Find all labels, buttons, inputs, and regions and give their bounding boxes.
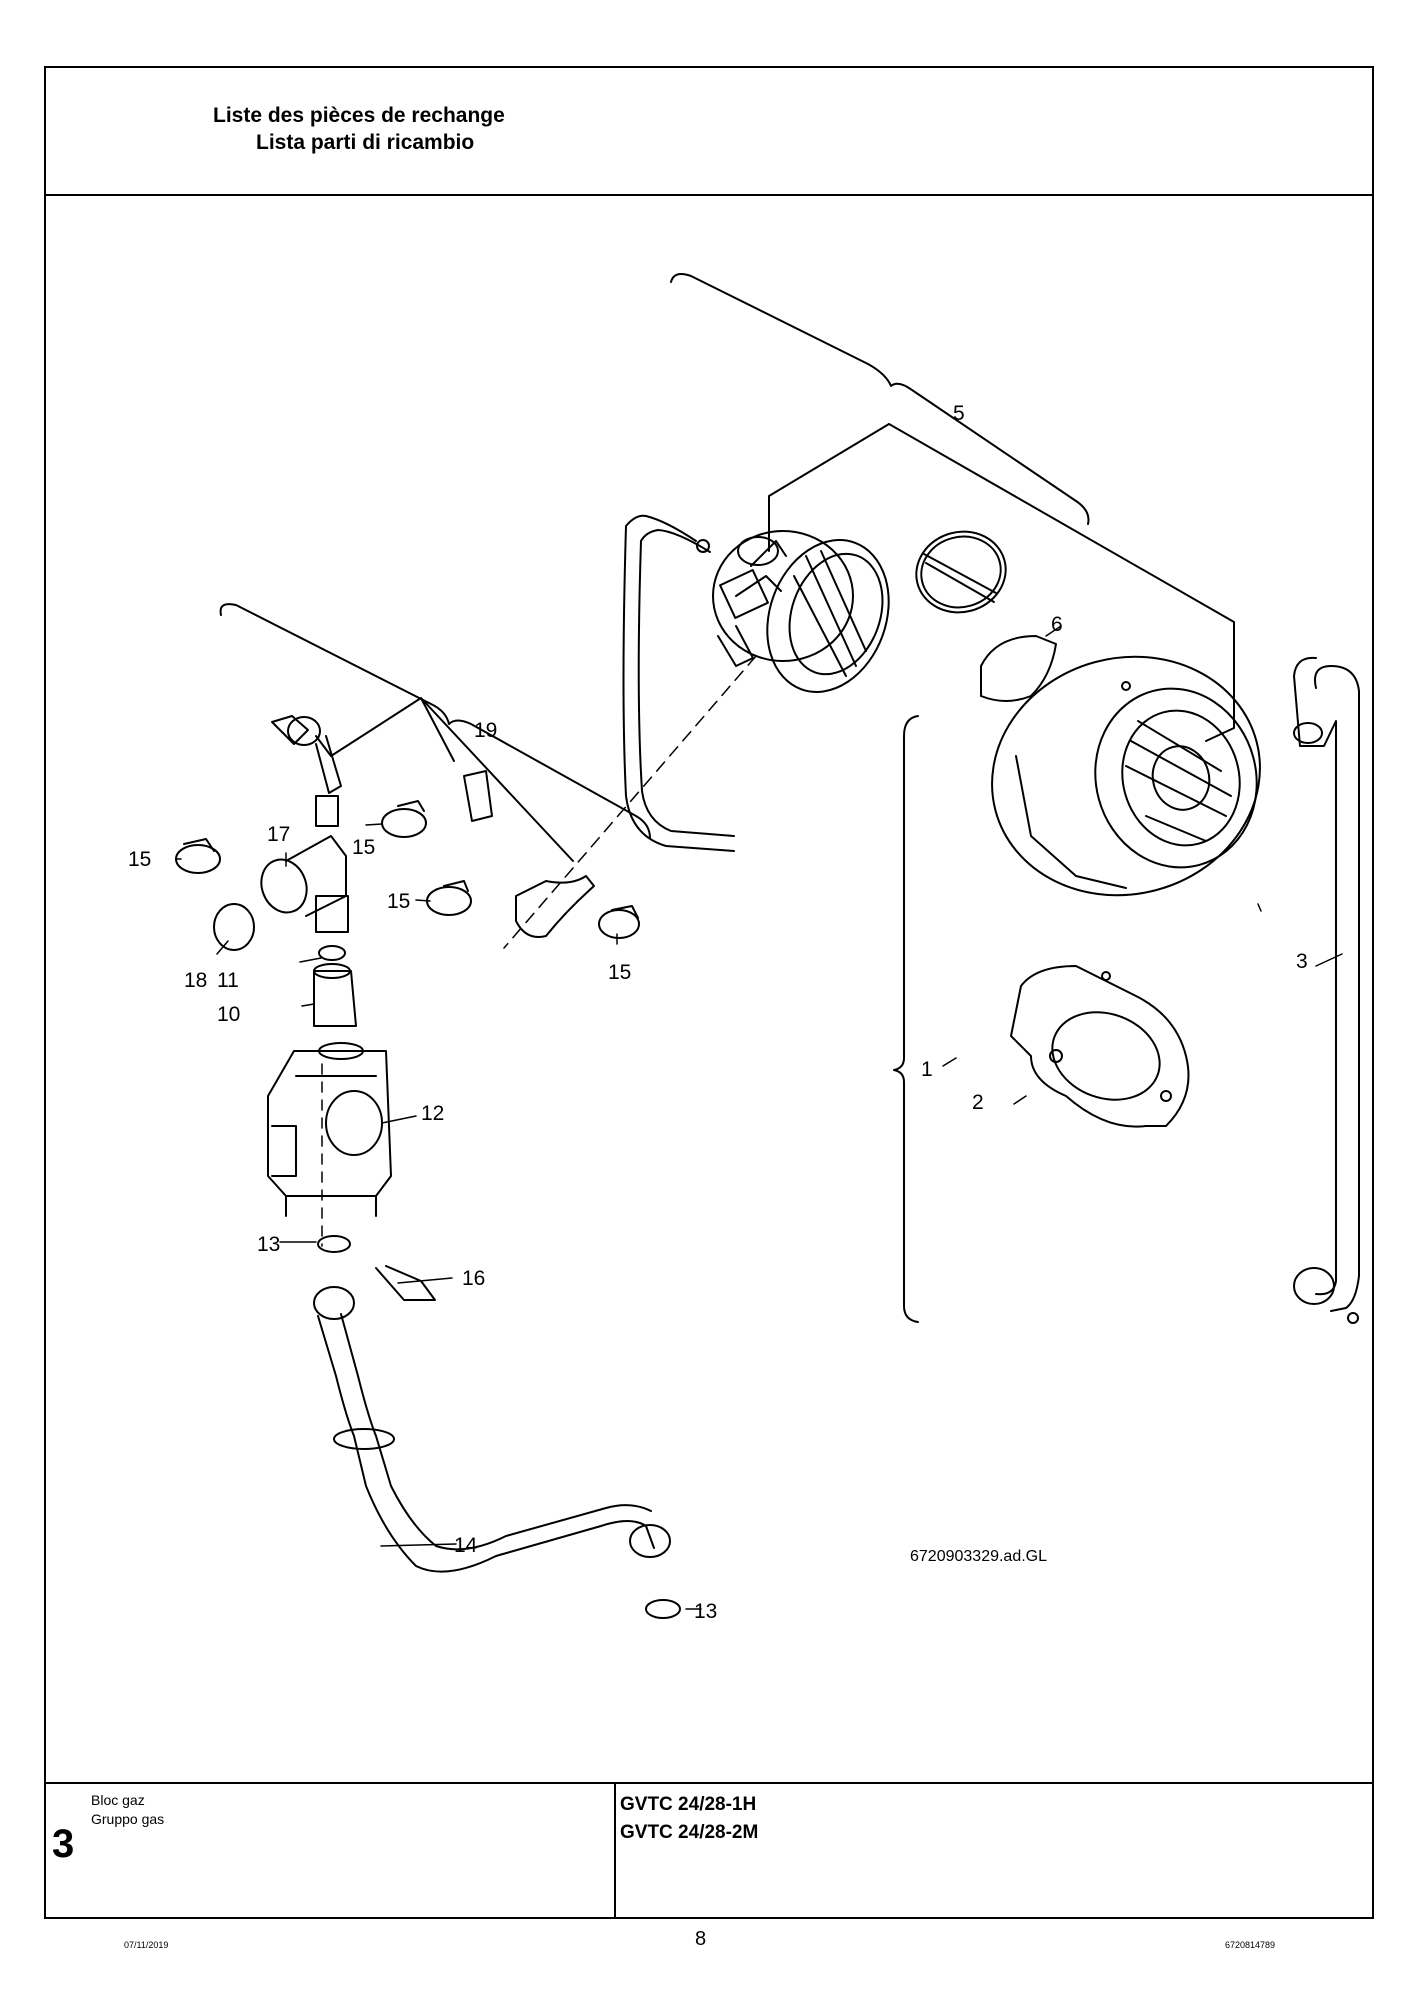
callout-leaders: [175, 625, 1343, 1610]
pressure-nipple-17: [260, 795, 349, 933]
callout-17: 17: [267, 823, 290, 846]
section-number: 3: [52, 1822, 75, 1866]
o-ring-11: [318, 945, 346, 961]
page-frame: Liste des pièces de rechange Lista parti…: [44, 66, 1374, 1919]
drawing-reference: 6720903329.ad.GL: [910, 1548, 1047, 1565]
bracket-19: [219, 603, 651, 839]
subtitle-italian: Gruppo gas: [91, 1811, 165, 1827]
callout-1: 1: [921, 1058, 933, 1081]
callout-18: 18: [184, 969, 207, 992]
callout-5: 5: [953, 402, 965, 425]
exploded-parts-drawing: 1 2 3 5 6 10 11 12 13 13 14 15 15 15 15 …: [46, 196, 1372, 1755]
gas-valve-12: [267, 1042, 392, 1217]
print-date: 07/11/2019: [124, 1940, 169, 1950]
adaptor-10: [313, 963, 357, 1027]
callout-2: 2: [972, 1091, 984, 1114]
model-2: GVTC 24/28-2M: [620, 1822, 759, 1843]
gas-pipe-14: [313, 1286, 671, 1573]
hose-tube: [622, 514, 735, 852]
callout-12: 12: [421, 1102, 444, 1125]
footer-divider: [614, 1784, 616, 1919]
axis-line-1: [503, 655, 757, 949]
callout-13-upper: 13: [257, 1233, 280, 1256]
callout-16: 16: [462, 1267, 485, 1290]
document-id: 6720814789: [1225, 1940, 1276, 1950]
callout-3: 3: [1296, 950, 1308, 973]
connector-19: [271, 715, 595, 938]
callout-14: 14: [454, 1534, 478, 1557]
cap-18: [213, 903, 255, 951]
header: Liste des pièces de rechange Lista parti…: [46, 68, 1372, 196]
clip-16: [375, 1265, 436, 1301]
title-french: Liste des pièces de rechange: [213, 104, 505, 127]
model-1: GVTC 24/28-1H: [620, 1794, 757, 1815]
callout-13-lower: 13: [694, 1600, 717, 1623]
air-tube-3: [1293, 656, 1360, 1324]
fan-1: [980, 635, 1261, 897]
title-italian: Lista parti di ricambio: [256, 131, 475, 154]
footer: Bloc gaz Gruppo gas 3 GVTC 24/28-1H GVTC…: [46, 1782, 1372, 1919]
callout-15-mid-upper: 15: [352, 836, 375, 859]
callout-15-right: 15: [608, 961, 631, 984]
bracket-5: [670, 273, 1090, 525]
fan-inlet-5: [712, 530, 890, 693]
leader-5: [768, 423, 1235, 742]
callout-15-mid-lower: 15: [387, 890, 410, 913]
fan-gasket-2: [1010, 965, 1190, 1128]
callout-6: 6: [1051, 613, 1063, 636]
orifice-disc-6: [915, 530, 1007, 614]
seal-13-lower: [645, 1599, 681, 1619]
callout-15-left: 15: [128, 848, 151, 871]
seal-13-upper: [317, 1235, 351, 1253]
callout-11: 11: [217, 969, 239, 992]
subtitle-french: Bloc gaz: [91, 1792, 145, 1808]
hose-clamp-15: [175, 800, 640, 939]
callout-19: 19: [474, 719, 497, 742]
bracket-1: [893, 715, 919, 1323]
page-number: 8: [695, 1928, 707, 1950]
callout-10: 10: [217, 1003, 240, 1026]
